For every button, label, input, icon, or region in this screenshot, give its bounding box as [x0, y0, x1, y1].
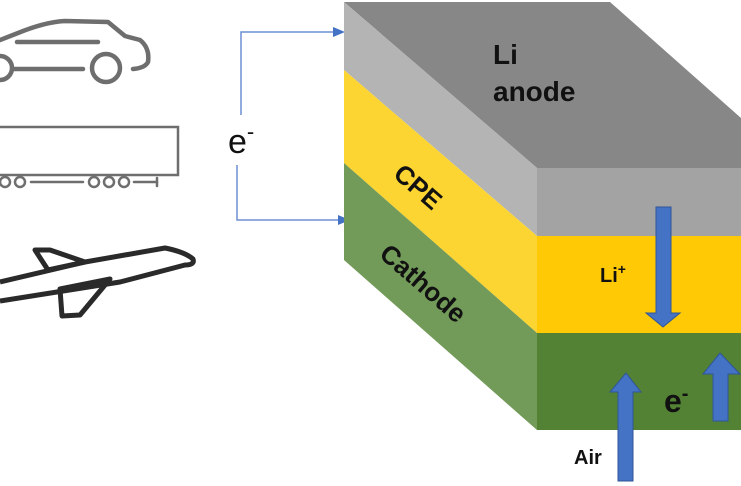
airplane-icon: [0, 245, 196, 319]
li-ion-arrow-shape: [644, 206, 682, 328]
li-ion-label: Li+: [600, 261, 626, 287]
wire-to-anode: [240, 31, 335, 115]
anode-label-line2: anode: [493, 76, 575, 107]
cathode-side-face: [344, 163, 537, 430]
wire-to-cathode: [236, 165, 340, 221]
air-arrow-shape: [608, 372, 643, 482]
anode-label-line1: Li: [493, 39, 518, 70]
electrolyte-side-face: [344, 70, 537, 333]
car-icon: [0, 18, 151, 85]
electrolyte-front-face: [537, 236, 741, 333]
electron-label: e-: [664, 383, 688, 419]
air-label: Air: [574, 447, 602, 469]
truck-icon: [0, 125, 180, 189]
electron-circuit-label: e-: [228, 119, 254, 161]
air-arrow: [608, 372, 643, 482]
arrowhead-anode: [333, 27, 345, 37]
cathode-front-face: [537, 333, 741, 430]
anode-front-face: [537, 168, 741, 236]
li-ion-arrow: [644, 206, 682, 328]
battery-block: Li anode CPE Cathode: [344, 2, 741, 430]
anode-top-face: [344, 2, 741, 168]
anode-side-face: [344, 2, 537, 236]
external-circuit: e-: [228, 27, 350, 225]
electron-arrow: [701, 352, 741, 422]
electron-arrow-shape: [701, 352, 741, 422]
